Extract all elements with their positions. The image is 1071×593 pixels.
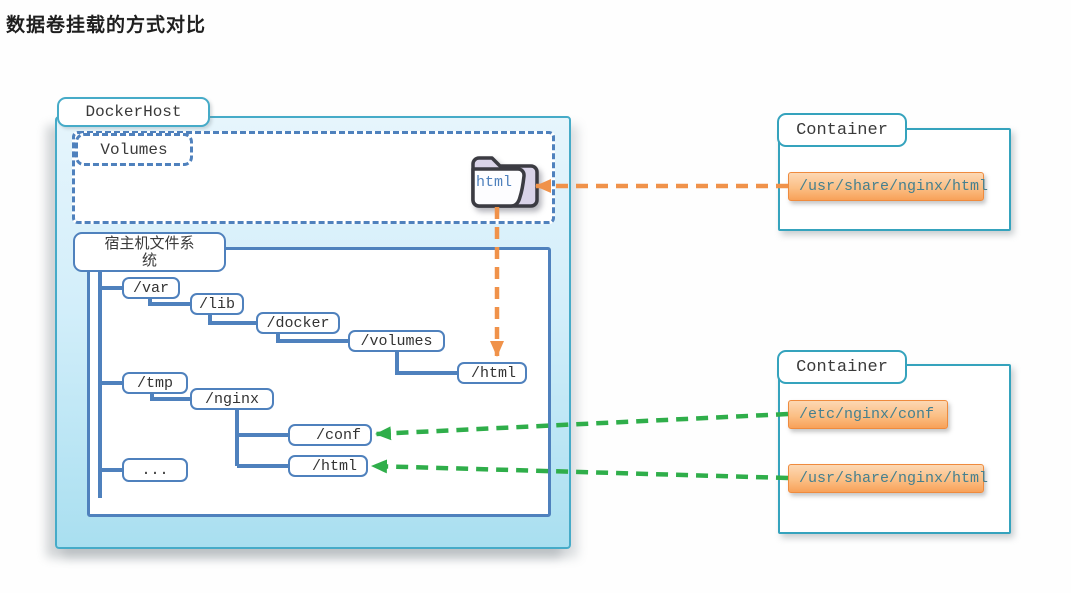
fs-node-tmp: /tmp (122, 372, 188, 394)
volumes-label: Volumes (75, 133, 193, 166)
fs-node-nginx: /nginx (190, 388, 274, 410)
fs-node-lib: /lib (190, 293, 244, 315)
container-1-path-html: /usr/share/nginx/html (788, 172, 988, 201)
container-2-label: Container (777, 350, 907, 384)
filesystem-label: 宿主机文件系统 (73, 232, 226, 272)
page-title: 数据卷挂载的方式对比 (6, 15, 207, 36)
fs-node-ellipsis: ... (122, 458, 188, 482)
container-2-box (778, 364, 1011, 534)
fs-node-conf: /conf (288, 424, 372, 446)
fs-node-html-volume: /html (457, 362, 527, 384)
fs-node-html-nginx: /html (288, 455, 368, 477)
folder-name-label: html (476, 174, 513, 191)
fs-node-docker: /docker (256, 312, 340, 334)
fs-node-volumes: /volumes (348, 330, 445, 352)
folder-icon (471, 156, 539, 208)
container-1-label: Container (777, 113, 907, 147)
filesystem-label-text: 宿主机文件系统 (104, 235, 195, 269)
fs-node-var: /var (122, 277, 180, 299)
container-2-path-conf: /etc/nginx/conf (788, 400, 948, 429)
container-2-path-html: /usr/share/nginx/html (788, 464, 988, 493)
dockerhost-label: DockerHost (57, 97, 210, 127)
